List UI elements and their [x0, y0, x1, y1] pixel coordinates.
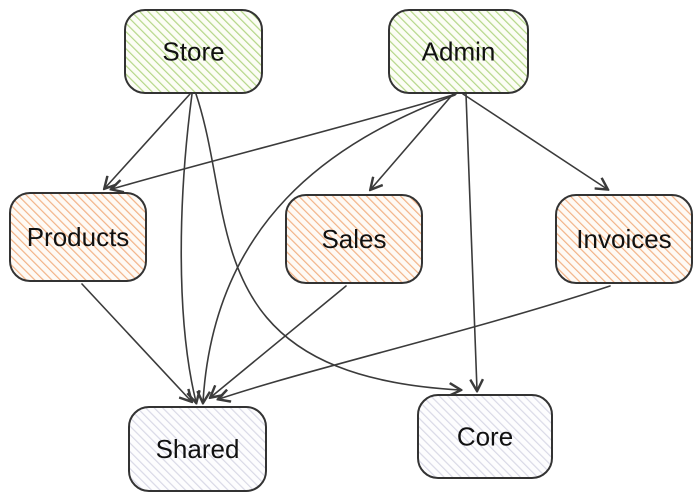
node-core-label: Core	[457, 422, 513, 452]
edge-sales-shared	[211, 285, 347, 397]
node-shared: Shared	[128, 406, 267, 492]
node-sales-box	[285, 194, 423, 284]
node-products-box	[9, 192, 147, 282]
edge-store-products	[105, 93, 191, 188]
edge-admin-products	[112, 93, 457, 189]
node-invoices-label: Invoices	[576, 224, 671, 254]
node-store-label: Store	[162, 37, 224, 67]
edge-products-shared	[81, 283, 191, 401]
edge-layer	[81, 93, 611, 402]
edge-store-core	[195, 93, 460, 390]
node-store: Store	[124, 9, 263, 94]
edge-admin-core	[465, 93, 477, 390]
edge-admin-shared	[203, 94, 456, 402]
node-invoices-box	[555, 194, 693, 284]
edge-invoices-shared	[219, 285, 611, 399]
node-sales-label: Sales	[321, 224, 386, 254]
node-admin: Admin	[388, 9, 529, 94]
node-invoices: Invoices	[555, 194, 693, 284]
node-shared-box	[128, 406, 267, 492]
edge-store-shared	[180, 93, 196, 402]
node-products-label: Products	[27, 222, 130, 252]
node-shared-label: Shared	[156, 434, 240, 464]
node-sales: Sales	[285, 194, 423, 284]
node-store-box	[124, 9, 263, 94]
node-core: Core	[417, 394, 553, 479]
node-products: Products	[9, 192, 147, 282]
edge-admin-sales	[371, 93, 454, 189]
node-admin-label: Admin	[422, 37, 496, 67]
node-core-box	[417, 394, 553, 479]
edge-admin-invoices	[462, 93, 607, 189]
node-admin-box	[388, 9, 529, 94]
